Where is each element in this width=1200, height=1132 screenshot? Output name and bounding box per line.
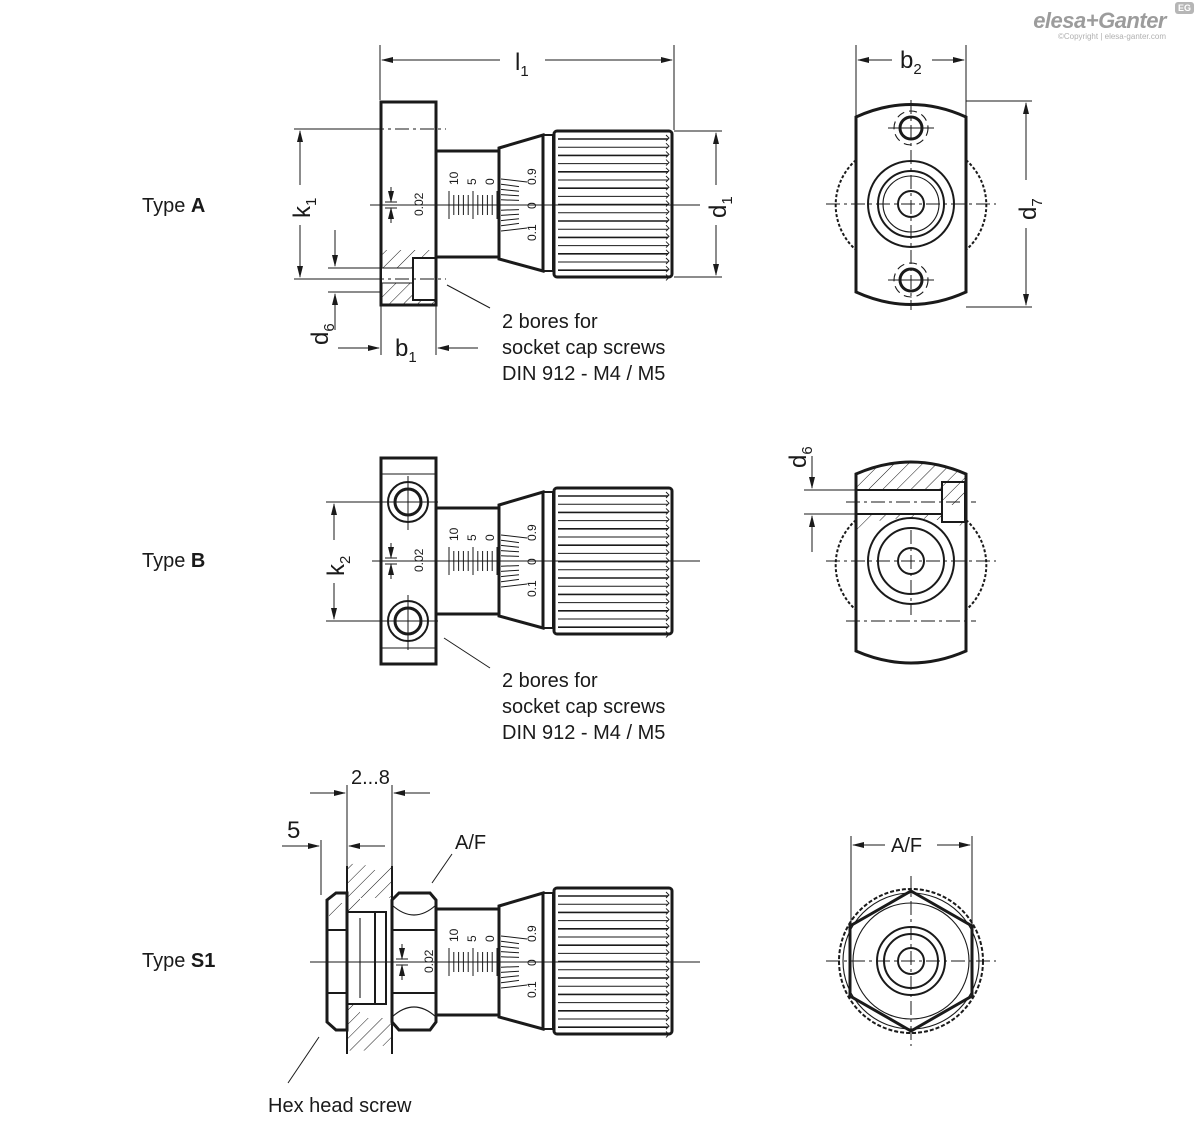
dim-d6-b: d6 (785, 446, 816, 468)
bores-note-b-2: socket cap screws (502, 696, 665, 718)
dim-d7: d7 (1015, 198, 1046, 220)
dim-l1: l1 (515, 49, 529, 80)
type-a-prefix: Type (142, 195, 185, 217)
sleeve-scale-label: 10 (447, 527, 461, 541)
dim-b2: b2 (900, 47, 922, 78)
resolution-label-a: 0.02 (412, 192, 426, 216)
type-b-prefix: Type (142, 550, 185, 572)
svg-text:Type S1: Type S1 (142, 950, 215, 972)
dim-k2: k2 (323, 556, 354, 576)
svg-text:Type A: Type A (142, 195, 205, 217)
brand-logo: elesa+Ganter ©Copyright | elesa-ganter.c… (1033, 10, 1166, 42)
af-label-side: A/F (455, 832, 486, 854)
hex-head-screw-note: Hex head screw (268, 1095, 412, 1117)
bores-note-a-3: DIN 912 - M4 / M5 (502, 363, 665, 385)
thimble-scale-label: 0.9 (525, 524, 539, 541)
type-s1-label: Type S1 (142, 950, 215, 972)
type-a-code: A (191, 195, 205, 217)
sleeve-scale-label: 10 (447, 928, 461, 942)
thimble-scale-label: 0.1 (525, 224, 539, 241)
thimble-scale-label: 0.1 (525, 580, 539, 597)
sleeve-scale-label: 5 (465, 935, 479, 942)
sleeve-scale-label: 5 (465, 534, 479, 541)
brand-badge: EG (1174, 2, 1194, 14)
brand-name: elesa+Ganter (1033, 8, 1166, 33)
type-s1-code: S1 (191, 950, 215, 972)
af-label-end: A/F (891, 835, 922, 857)
type-a-label: Type A (142, 195, 205, 217)
knurled-knob (552, 129, 674, 279)
sleeve-scale-label: 0 (483, 935, 497, 942)
sleeve-scale-label: 0 (483, 178, 497, 185)
thimble-scale-label: 0.9 (525, 925, 539, 942)
dim-d1: d1 (705, 196, 736, 218)
bores-note-b-1: 2 bores for (502, 670, 598, 692)
bores-note-a-1: 2 bores for (502, 311, 598, 333)
thimble-scale-label: 0 (525, 959, 539, 966)
dim-b1: b1 (395, 335, 417, 366)
dim-k1: k1 (289, 198, 320, 218)
sleeve-scale-label: 10 (447, 171, 461, 185)
type-b-code: B (191, 550, 205, 572)
sleeve-scale-label: 0 (483, 534, 497, 541)
knurl-pattern (558, 891, 670, 1038)
type-b-end-view: d6 (785, 446, 996, 665)
type-b-label: Type B (142, 550, 205, 572)
svg-text:Type B: Type B (142, 550, 205, 572)
type-s1-prefix: Type (142, 950, 185, 972)
brand-copyright: ©Copyright | elesa-ganter.com (1057, 32, 1166, 41)
dim-range: 2...8 (351, 767, 390, 789)
type-a-end-view: b2 d7 (826, 45, 1046, 310)
thimble-scale-label: 0 (525, 558, 539, 565)
thimble-scale-label: 0.1 (525, 981, 539, 998)
dim-d6-a: d6 (307, 323, 338, 345)
bores-note-b-3: DIN 912 - M4 / M5 (502, 722, 665, 744)
sleeve-scale-label: 5 (465, 178, 479, 185)
thimble-scale-label: 0 (525, 202, 539, 209)
knurl-pattern (558, 134, 670, 281)
resolution-label-b: 0.02 (412, 548, 426, 572)
dim-five: 5 (287, 817, 300, 844)
resolution-label-s1: 0.02 (422, 949, 436, 973)
thimble-scale-label: 0.9 (525, 168, 539, 185)
type-s1-end-view: A/F (826, 835, 996, 1046)
bores-note-a-2: socket cap screws (502, 337, 665, 359)
knurl-pattern (558, 491, 670, 638)
